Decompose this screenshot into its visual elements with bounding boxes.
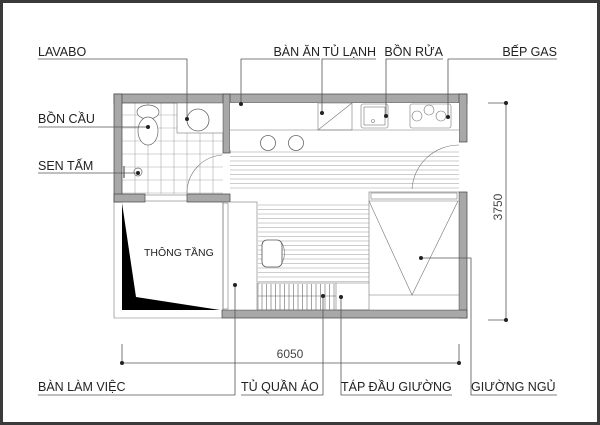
fridge-icon <box>317 102 353 131</box>
label-bep-gas: BẾP GAS <box>502 44 557 59</box>
void-label: THÔNG TẦNG <box>144 246 214 259</box>
label-bon-cau: BỒN CẦU <box>38 111 95 126</box>
wardrobe <box>222 201 258 311</box>
chair-icon <box>261 239 285 268</box>
depth-dimension-value: 3750 <box>491 193 505 220</box>
stool-icon <box>260 135 276 151</box>
width-dimension-value: 6050 <box>277 347 304 361</box>
leader-dots <box>136 102 450 299</box>
label-giuong-ngu: GIƯỜNG NGỦ <box>471 379 556 394</box>
label-tap-dau-giuong: TÁP ĐẦU GIƯỜNG <box>341 379 452 394</box>
bed-icon <box>368 191 460 311</box>
label-lavabo: LAVABO <box>38 45 86 59</box>
floor-planks-lower <box>258 204 369 282</box>
toilet-icon <box>136 104 160 146</box>
label-bon-rua: BỒN RỬA <box>384 44 443 59</box>
label-tu-quan-ao: TỦ QUẦN ÁO <box>241 379 319 394</box>
label-sen-tam: SEN TẤM <box>38 158 93 173</box>
walls <box>113 93 468 319</box>
entry-door-swing <box>411 144 460 190</box>
width-dimension: 6050 <box>120 344 461 365</box>
label-tu-lanh: TỦ LẠNH <box>323 44 376 59</box>
floor-planks-upper <box>230 151 459 189</box>
lavabo-sink <box>186 108 210 132</box>
leader-lines <box>38 58 557 396</box>
depth-dimension: 3750 <box>488 101 508 322</box>
gas-stove-icon <box>409 103 452 129</box>
stool-icon <box>288 135 304 151</box>
bathroom-door-swing <box>186 154 223 194</box>
label-ban-lam-viec: BÀN LÀM VIỆC <box>38 379 126 394</box>
void-shadow <box>122 203 220 310</box>
label-ban-an: BÀN ĂN <box>273 44 320 59</box>
